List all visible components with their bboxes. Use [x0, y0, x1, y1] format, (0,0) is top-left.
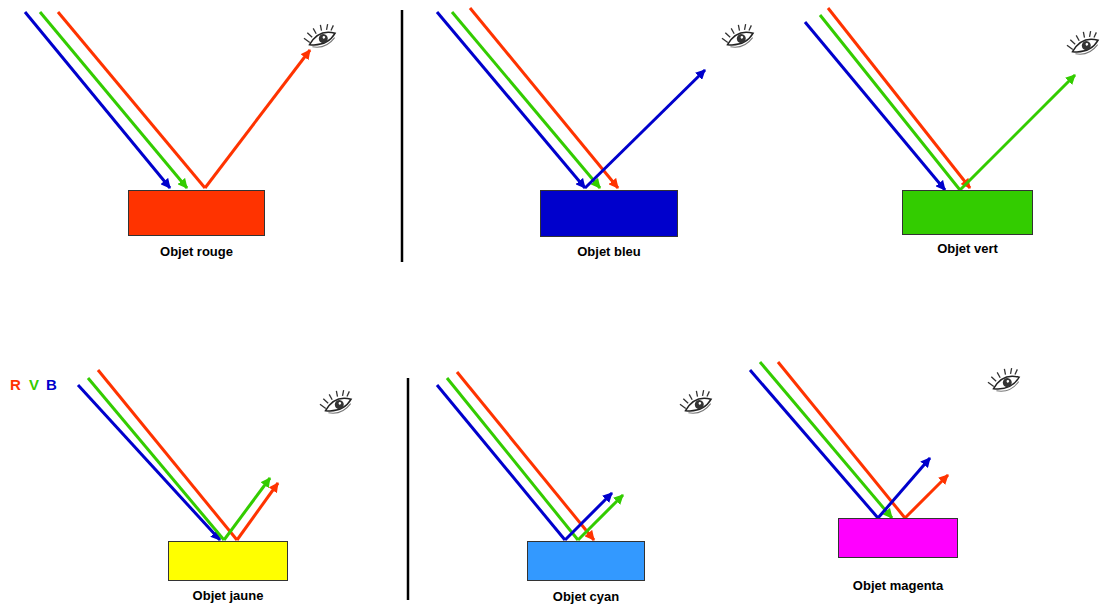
colored-object: Objet magenta	[838, 518, 958, 558]
incident-ray	[452, 12, 600, 188]
eye-icon	[678, 387, 715, 418]
color-letter: B	[46, 376, 57, 394]
object-label: Objet cyan	[553, 589, 619, 605]
reflected-ray	[905, 475, 948, 518]
object-label: Objet magenta	[853, 578, 943, 594]
incident-ray	[750, 370, 878, 518]
eye-icon	[1065, 28, 1102, 59]
incident-ray	[40, 12, 187, 188]
light-rays	[437, 8, 705, 188]
color-letter: R	[10, 376, 21, 394]
reflected-ray	[585, 70, 705, 188]
incident-ray	[98, 370, 237, 540]
incident-ray	[58, 12, 205, 188]
colored-object: Objet bleu	[540, 190, 678, 237]
object-label: Objet jaune	[193, 588, 264, 604]
light-rays	[78, 370, 278, 540]
color-letter: V	[29, 376, 39, 394]
reflected-ray	[960, 75, 1075, 190]
reflected-ray	[205, 50, 310, 188]
incident-ray	[25, 12, 170, 188]
light-rays	[805, 8, 1075, 190]
light-rays	[25, 12, 310, 188]
separator-line	[407, 378, 410, 600]
incident-ray	[470, 8, 618, 188]
eye-icon	[318, 387, 355, 418]
object-label: Objet rouge	[160, 244, 233, 260]
reflected-ray	[565, 493, 612, 540]
light-rays	[750, 362, 948, 518]
incident-ray	[437, 385, 565, 540]
reflected-ray	[878, 458, 930, 518]
incident-ray	[828, 8, 970, 188]
separator-line	[401, 10, 404, 262]
incident-ray	[78, 385, 220, 540]
reflected-ray	[224, 478, 270, 540]
incident-ray	[437, 12, 585, 188]
reflected-ray	[237, 483, 278, 540]
colored-object: Objet vert	[902, 190, 1033, 235]
incident-ray	[457, 372, 594, 540]
eye-icon	[986, 365, 1023, 396]
incident-ray	[760, 362, 892, 518]
colored-object: Objet cyan	[527, 541, 645, 581]
incident-ray	[820, 15, 960, 190]
reflected-ray	[578, 495, 623, 540]
eye-icon	[302, 21, 339, 52]
colored-object: Objet jaune	[168, 541, 288, 581]
colored-object: Objet rouge	[128, 190, 265, 236]
incident-ray	[778, 362, 905, 518]
object-label: Objet vert	[937, 241, 998, 257]
light-rays	[437, 372, 623, 540]
incident-ray	[447, 378, 578, 540]
eye-icon	[720, 21, 757, 52]
object-label: Objet bleu	[577, 244, 641, 260]
incident-ray	[88, 378, 224, 540]
incident-ray	[805, 22, 945, 190]
